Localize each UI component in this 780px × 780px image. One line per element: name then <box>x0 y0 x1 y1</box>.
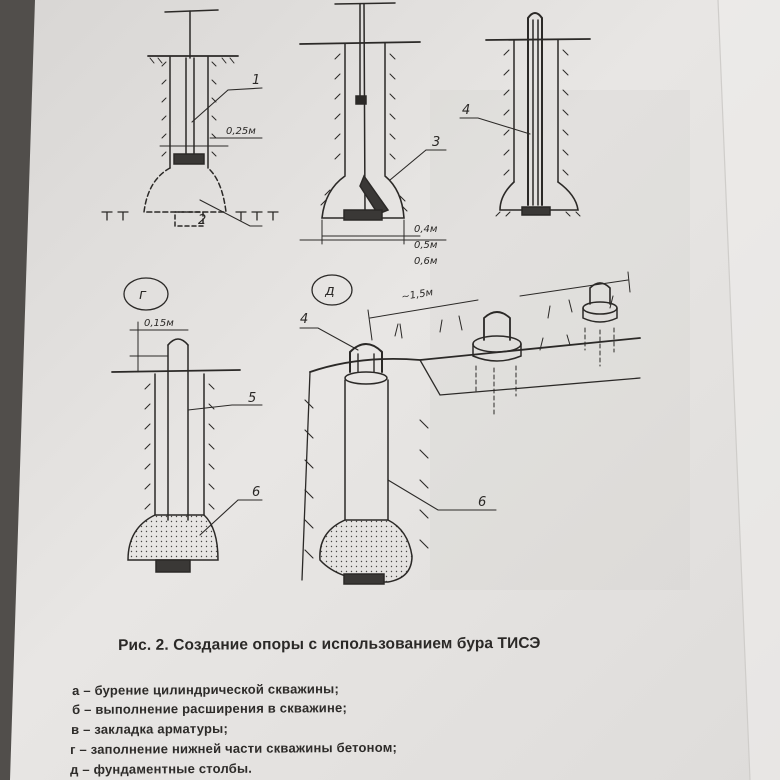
dim-b-width-3: 0,6м <box>414 256 438 267</box>
callout-3: 3 <box>432 135 440 150</box>
dim-g-protrusion: 0,15м <box>144 318 174 329</box>
panel-c-rebar <box>459 12 591 217</box>
callout-6-d: 6 <box>478 495 486 510</box>
panel-g-concrete <box>111 277 263 573</box>
panel-b-expansion <box>299 2 447 245</box>
panel-letter-g: г <box>139 287 147 303</box>
callout-4-c: 4 <box>462 103 470 118</box>
callout-2: 2 <box>198 213 206 228</box>
callout-6-g: 6 <box>252 485 260 500</box>
panel-d-foundation <box>299 271 641 585</box>
callout-1: 1 <box>252 73 260 88</box>
callout-4-d: 4 <box>300 312 308 327</box>
panel-a-drilling <box>101 9 279 227</box>
dim-a-diameter: 0,25м <box>226 126 256 137</box>
dim-b-width-1: 0,4м <box>414 224 438 235</box>
dim-b-width-2: 0,5м <box>414 240 438 251</box>
panel-letter-d: д <box>324 283 335 299</box>
callout-5: 5 <box>248 391 256 406</box>
dim-d-spacing: ~1,5м <box>401 287 435 303</box>
